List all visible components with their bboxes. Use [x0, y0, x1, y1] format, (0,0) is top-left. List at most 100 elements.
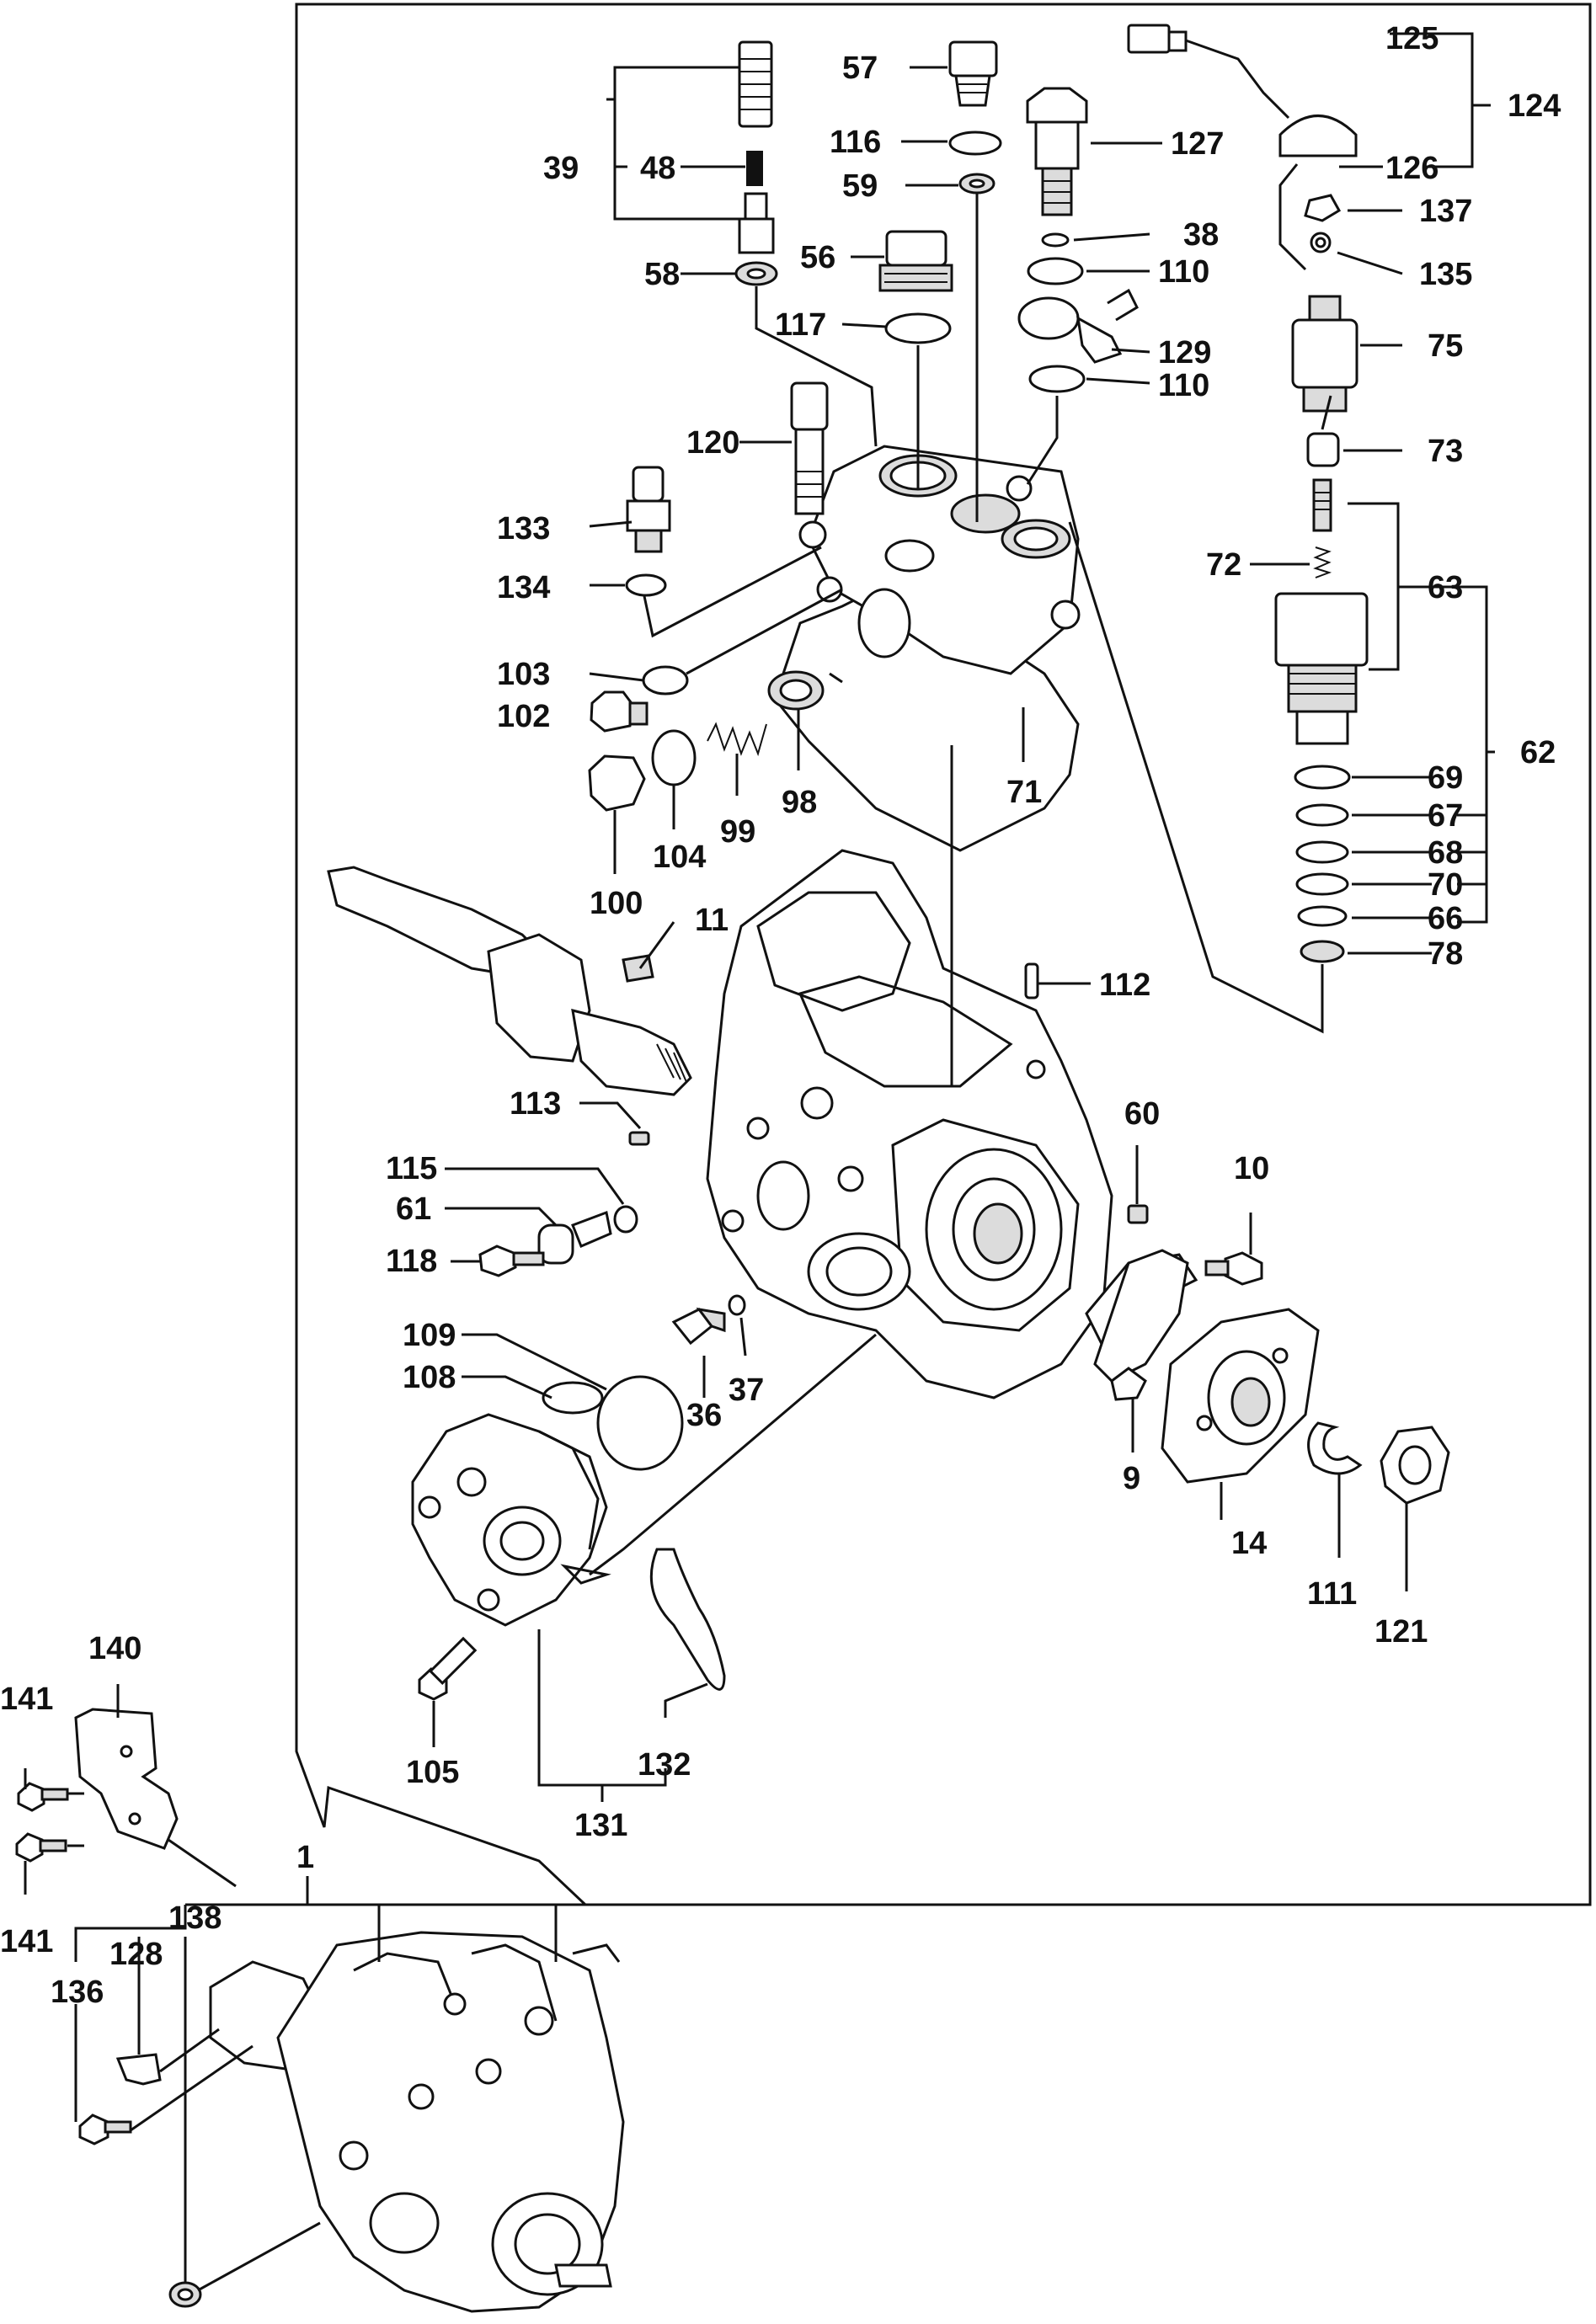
bolt-118 — [478, 1245, 545, 1277]
drive-shaft — [327, 866, 692, 1096]
pin-112 — [1024, 962, 1039, 999]
part-label: 57 — [842, 51, 878, 86]
washer-135 — [1310, 232, 1332, 253]
plug-56 — [878, 230, 953, 292]
washer-103 — [642, 665, 689, 696]
governor-housing — [411, 1413, 608, 1627]
valve-39 — [738, 40, 773, 128]
bolt-120 — [790, 381, 829, 515]
part-label: 39 — [543, 151, 579, 186]
pump-assembly-1 — [209, 1931, 625, 2313]
nut-121 — [1380, 1426, 1450, 1505]
part-label: 69 — [1428, 760, 1463, 796]
bolt-136 — [78, 2113, 132, 2145]
spring-72 — [1313, 546, 1332, 578]
part-label: 112 — [1099, 967, 1150, 1003]
part-label: 99 — [720, 814, 755, 850]
part-label: 136 — [51, 1975, 104, 2010]
banjo-fitting-129 — [1017, 288, 1139, 364]
part-label: 78 — [1428, 936, 1463, 972]
part-label: 120 — [686, 425, 739, 461]
part-label: 60 — [1124, 1096, 1160, 1132]
part-label: 110 — [1158, 368, 1209, 403]
fitting-133 — [626, 466, 671, 553]
part-label: 141 — [0, 1682, 53, 1717]
key-11 — [622, 954, 654, 983]
bolt-141-a — [17, 1782, 69, 1812]
part-label: 111 — [1307, 1576, 1357, 1612]
part-label: 71 — [1006, 775, 1042, 810]
part-label: 10 — [1234, 1151, 1269, 1186]
bolt-105 — [418, 1636, 478, 1701]
part-label: 137 — [1419, 194, 1472, 229]
part-label: 36 — [686, 1398, 722, 1433]
part-label: 129 — [1158, 335, 1211, 370]
part-label: 121 — [1374, 1614, 1428, 1650]
o-ring-116 — [948, 131, 1002, 156]
part-label: 127 — [1171, 126, 1224, 162]
bolt-10 — [1204, 1251, 1263, 1286]
part-label: 103 — [497, 657, 550, 692]
part-label: 68 — [1428, 835, 1463, 871]
washer-58 — [734, 261, 778, 286]
spring-99 — [707, 722, 767, 757]
part-label: 125 — [1385, 21, 1439, 56]
part-label: 134 — [497, 570, 550, 605]
part-label: 132 — [638, 1747, 691, 1783]
o-ring-117 — [884, 312, 952, 344]
part-label: 56 — [800, 240, 835, 275]
valve-body-63 — [1274, 592, 1369, 745]
part-label: 109 — [403, 1318, 456, 1353]
part-label: 102 — [497, 699, 550, 734]
part-label: 116 — [830, 125, 881, 160]
spring-48 — [746, 151, 763, 186]
part-label: 110 — [1158, 254, 1209, 290]
part-label: 11 — [695, 903, 729, 938]
o-rings-62-group — [1294, 765, 1351, 963]
valve-seat-39 — [738, 192, 775, 254]
part-label: 38 — [1183, 217, 1219, 253]
washer-110-b — [1028, 365, 1086, 393]
plate-9 — [1110, 1367, 1147, 1401]
plug-102 — [590, 690, 649, 733]
part-label: 100 — [590, 886, 643, 921]
part-label: 63 — [1428, 570, 1463, 605]
plate-128 — [115, 2053, 162, 2086]
solenoid-75 — [1291, 295, 1358, 413]
part-label: 115 — [386, 1151, 437, 1186]
washer-110-a — [1027, 257, 1084, 285]
washer-138 — [168, 2281, 202, 2308]
part-label: 128 — [109, 1937, 163, 1972]
o-ring-115 — [613, 1205, 638, 1234]
o-ring-37 — [728, 1294, 746, 1316]
connector-125 — [1127, 24, 1290, 120]
part-label: 117 — [775, 307, 826, 343]
plug-57 — [948, 40, 998, 107]
part-labels: 125 124 126 137 135 75 73 72 63 62 69 67… — [0, 21, 1561, 2010]
sleeve-98 — [767, 670, 825, 711]
part-label: 1 — [296, 1840, 314, 1875]
washer-59 — [958, 173, 995, 195]
washer-134 — [625, 573, 667, 597]
part-label: 14 — [1231, 1526, 1267, 1561]
part-label: 138 — [168, 1900, 222, 1936]
part-label: 75 — [1428, 328, 1463, 364]
o-ring-38 — [1041, 232, 1070, 248]
screw-36 — [671, 1307, 726, 1346]
part-label: 66 — [1428, 901, 1463, 936]
part-label: 124 — [1508, 88, 1561, 124]
part-label: 72 — [1206, 547, 1241, 583]
part-label: 58 — [644, 257, 680, 292]
part-label: 105 — [406, 1755, 459, 1790]
gasket-109 — [596, 1375, 684, 1471]
banjo-bolt-127 — [1026, 87, 1088, 216]
part-label: 104 — [653, 840, 706, 875]
cover-plate — [1085, 1249, 1198, 1383]
part-label: 118 — [386, 1244, 437, 1279]
part-label: 59 — [842, 168, 878, 204]
cap-100 — [588, 754, 646, 812]
part-label: 140 — [88, 1631, 141, 1666]
part-label: 9 — [1123, 1461, 1140, 1496]
part-label: 61 — [396, 1191, 431, 1227]
